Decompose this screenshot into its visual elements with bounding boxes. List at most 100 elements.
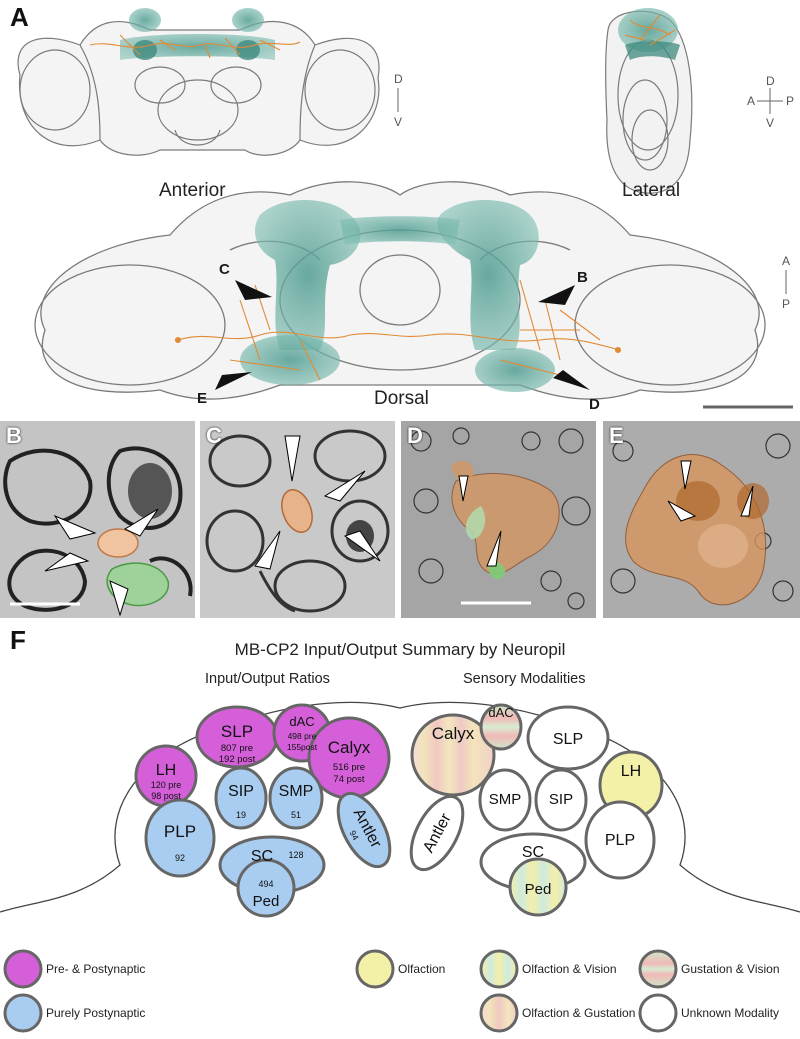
- right-smp: [478, 768, 532, 832]
- axis-a-lateral: A: [747, 94, 756, 108]
- legend-olf-vision: Olfaction & Vision: [522, 962, 617, 976]
- arrow-label-e: E: [197, 390, 208, 407]
- legend-swatch-unknown: [638, 993, 678, 1033]
- left-dac-pre: 498 pre: [288, 731, 317, 741]
- em-e-image: [603, 421, 800, 618]
- dorsal-neuron-trace: [174, 279, 622, 381]
- left-calyx-pre: 516 pre: [333, 762, 365, 773]
- right-ped-name: Ped: [525, 881, 552, 898]
- panel-f-letter: F: [10, 625, 26, 655]
- left-lh-pre: 120 pre: [151, 780, 182, 790]
- dorsal-label: Dorsal: [374, 388, 429, 409]
- left-lh-name: LH: [156, 762, 176, 779]
- axis-p-dorsal: P: [782, 297, 791, 311]
- left-plp: [144, 798, 216, 878]
- panel-f-title: MB-CP2 Input/Output Summary by Neuropil: [234, 640, 566, 659]
- left-slp-post: 192 post: [219, 754, 256, 765]
- axis-v-anterior: V: [394, 115, 403, 129]
- arrow-b: [538, 285, 575, 305]
- right-calyx-name: Calyx: [432, 724, 475, 743]
- left-smp: [268, 766, 324, 830]
- left-heading: Input/Output Ratios: [205, 671, 330, 687]
- anterior-brain: [17, 21, 380, 156]
- panel-f-schematic: SLP 807 pre 192 post dAC 498 pre 155post…: [0, 701, 800, 918]
- right-sc-name: SC: [522, 844, 544, 861]
- left-dac-name: dAC: [289, 714, 314, 729]
- axis-a-dorsal: A: [782, 254, 791, 268]
- dorsal-mb-volume: [240, 200, 555, 392]
- left-antler: [336, 791, 392, 869]
- left-calyx-post: 74 post: [333, 774, 365, 785]
- left-ped-count: 494: [258, 879, 273, 889]
- right-smp-name: SMP: [489, 791, 522, 808]
- left-calyx-name: Calyx: [328, 738, 371, 757]
- legend-olfaction: Olfaction: [398, 962, 446, 976]
- right-dac-name: dAC: [488, 705, 513, 720]
- right-antler: [409, 794, 465, 872]
- em-e-letter: E: [609, 423, 624, 448]
- right-slp-name: SLP: [553, 731, 583, 748]
- arrow-label-b: B: [577, 269, 588, 286]
- left-ped: [236, 858, 296, 918]
- legend-gust-vision: Gustation & Vision: [681, 962, 780, 976]
- dorsal-arrowheads: [215, 280, 590, 390]
- axis-d-anterior: D: [394, 72, 403, 86]
- panel-a-brain-renderings: [17, 8, 793, 409]
- left-lh-post: 98 post: [151, 791, 181, 801]
- em-d-letter: D: [407, 423, 423, 448]
- lateral-label: Lateral: [622, 180, 681, 201]
- right-sip-name: SIP: [549, 791, 573, 808]
- left-sip-count: 19: [236, 810, 246, 820]
- legend-swatch-olf-vision: [479, 949, 519, 989]
- em-panel-d: D: [401, 421, 596, 618]
- left-sc-name: SC: [251, 848, 273, 865]
- anterior-label: Anterior: [159, 180, 226, 201]
- dorsal-brain: [34, 181, 766, 400]
- right-lh-name: LH: [621, 763, 641, 780]
- legend-pre-post: Pre- & Postynaptic: [46, 962, 146, 976]
- panel-a-letter: A: [10, 2, 29, 32]
- em-d-image: [401, 421, 596, 618]
- left-antler-count: 94: [348, 829, 361, 842]
- legend-unknown: Unknown Modality: [681, 1006, 780, 1020]
- legend-swatch-olf-gust: [479, 993, 519, 1033]
- right-plp-name: PLP: [605, 832, 635, 849]
- right-heading: Sensory Modalities: [463, 671, 586, 687]
- em-panel-e: E: [603, 421, 800, 618]
- em-b-image: [0, 421, 195, 618]
- legend-swatch-purely-post: [3, 993, 43, 1033]
- right-plp: [584, 800, 656, 880]
- left-sc-count: 128: [288, 850, 303, 860]
- left-plp-count: 92: [175, 853, 185, 863]
- arrow-e: [215, 372, 252, 390]
- right-ped: [508, 857, 568, 917]
- legend-olf-gust: Olfaction & Gustation: [522, 1006, 636, 1020]
- arrow-label-d: D: [589, 396, 600, 413]
- lateral-neuron-trace: [624, 14, 676, 46]
- legend-swatches: [3, 949, 678, 1033]
- left-smp-name: SMP: [279, 783, 314, 800]
- em-panel-b: B: [0, 421, 195, 618]
- left-plp-name: PLP: [164, 822, 196, 841]
- em-b-letter: B: [6, 423, 22, 448]
- right-dac: [479, 703, 523, 751]
- em-panel-c: C: [200, 421, 395, 618]
- em-c-letter: C: [206, 423, 222, 448]
- legend-swatch-pre-post: [3, 949, 43, 989]
- left-smp-count: 51: [291, 810, 301, 820]
- right-slp: [526, 705, 610, 771]
- axis-d-lateral: D: [766, 74, 775, 88]
- right-calyx: [410, 713, 496, 797]
- axis-lines: [397, 88, 787, 294]
- left-sip: [214, 766, 268, 830]
- arrow-c: [235, 280, 272, 300]
- right-sip: [534, 768, 588, 832]
- left-dac-post: 155post: [287, 742, 318, 752]
- brain-outline: [0, 701, 800, 913]
- arrow-d: [553, 370, 590, 390]
- legend-swatch-gust-vision: [638, 949, 678, 989]
- left-sip-name: SIP: [228, 783, 254, 800]
- left-ped-name: Ped: [253, 893, 280, 910]
- axis-p-lateral: P: [786, 94, 795, 108]
- left-slp-name: SLP: [221, 722, 253, 741]
